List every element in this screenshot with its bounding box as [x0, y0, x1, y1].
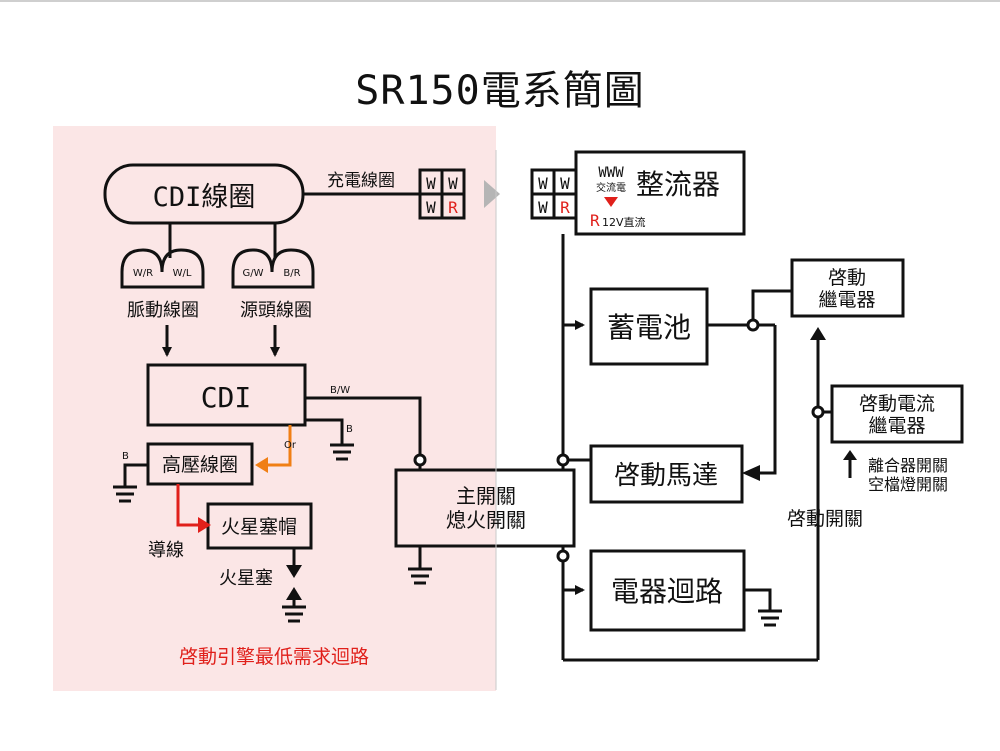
connector-left-cell-4: R: [448, 198, 458, 217]
main-switch-line1: 主開關: [456, 484, 516, 508]
ignition-coil-label: 高壓線圈: [162, 454, 238, 476]
battery-label: 蓄電池: [607, 311, 691, 344]
accessory-circuit-label: 電器迴路: [611, 575, 723, 608]
connector-left-cell-1: W: [426, 174, 436, 193]
connector-right-cell-3: W: [538, 198, 548, 217]
pulse-pin-1: W/R: [133, 268, 153, 279]
lead-wire-label: 導線: [148, 540, 184, 561]
start-switch-label: 啓動開關: [787, 508, 863, 530]
wire-or-label: Or: [284, 440, 297, 451]
rectifier-dc-label: 12V直流: [602, 215, 646, 229]
pulse-coil-pins: [120, 248, 205, 289]
ignition-ground-b: B: [122, 451, 129, 462]
pulse-coil-label: 脈動線圈: [127, 300, 199, 321]
source-pin-1: G/W: [242, 268, 263, 279]
connector-left-cell-2: W: [448, 174, 458, 193]
connector-right-cell-2: W: [560, 174, 570, 193]
junction-main-switch-in: [413, 453, 427, 467]
start-relay-line2: 繼電器: [818, 289, 875, 311]
start-relay-line1: 啓動: [828, 267, 866, 289]
connector-right-cell-4: R: [560, 198, 570, 217]
junction-battery: [746, 318, 760, 332]
minimum-circuit-zone: [53, 126, 496, 691]
current-relay-line1: 啓動電流: [859, 393, 935, 415]
rectifier-ac-label: 交流電: [596, 181, 626, 194]
cdi-label: CDI: [201, 381, 252, 414]
diagram-title: SR150電系簡圖: [355, 68, 645, 114]
rectifier-box: [574, 150, 746, 236]
rectifier-label: 整流器: [636, 168, 720, 201]
current-relay-box: [830, 384, 964, 444]
junction-bus-top: [556, 453, 570, 467]
rectifier-www: WWW: [598, 165, 624, 181]
start-relay-box: [790, 258, 905, 318]
wire-bw-label: B/W: [330, 385, 350, 396]
main-switch-line2: 熄火開關: [446, 508, 526, 532]
connector-left-cell-3: W: [426, 198, 436, 217]
source-coil-pins: [231, 248, 315, 289]
starter-motor-label: 啓動馬達: [614, 461, 718, 491]
current-relay-line2: 繼電器: [868, 415, 925, 437]
junction-bus-bottom: [556, 549, 570, 563]
cdi-box: [146, 363, 307, 427]
rectifier-r: R: [590, 211, 600, 230]
clutch-note-line1: 離合器開關: [868, 456, 948, 475]
plug-cap-label: 火星塞帽: [221, 516, 297, 538]
pulse-pin-2: W/L: [173, 268, 192, 279]
charge-coil-label: 充電線圈: [327, 171, 395, 191]
junction-current-relay: [811, 405, 825, 419]
main-switch-box: [394, 468, 576, 548]
wire-b-label: B: [346, 424, 353, 435]
spark-plug-label: 火星塞: [219, 568, 273, 589]
cdi-coil-label: CDI線圈: [153, 182, 256, 213]
clutch-note-line2: 空檔燈開關: [868, 475, 948, 494]
top-rule: [0, 0, 1000, 2]
connector-right-cell-1: W: [538, 174, 548, 193]
starter-motor-box: [589, 444, 744, 504]
source-coil-label: 源頭線圈: [240, 300, 312, 321]
source-pin-2: B/R: [283, 268, 300, 279]
or-wire: [268, 425, 292, 467]
caption-min-circuit: 啓動引擎最低需求迴路: [179, 646, 369, 668]
rectifier-red-arrow: [604, 197, 618, 207]
lead-wire-red: [176, 484, 200, 527]
grey-link-arrow: [484, 180, 500, 208]
